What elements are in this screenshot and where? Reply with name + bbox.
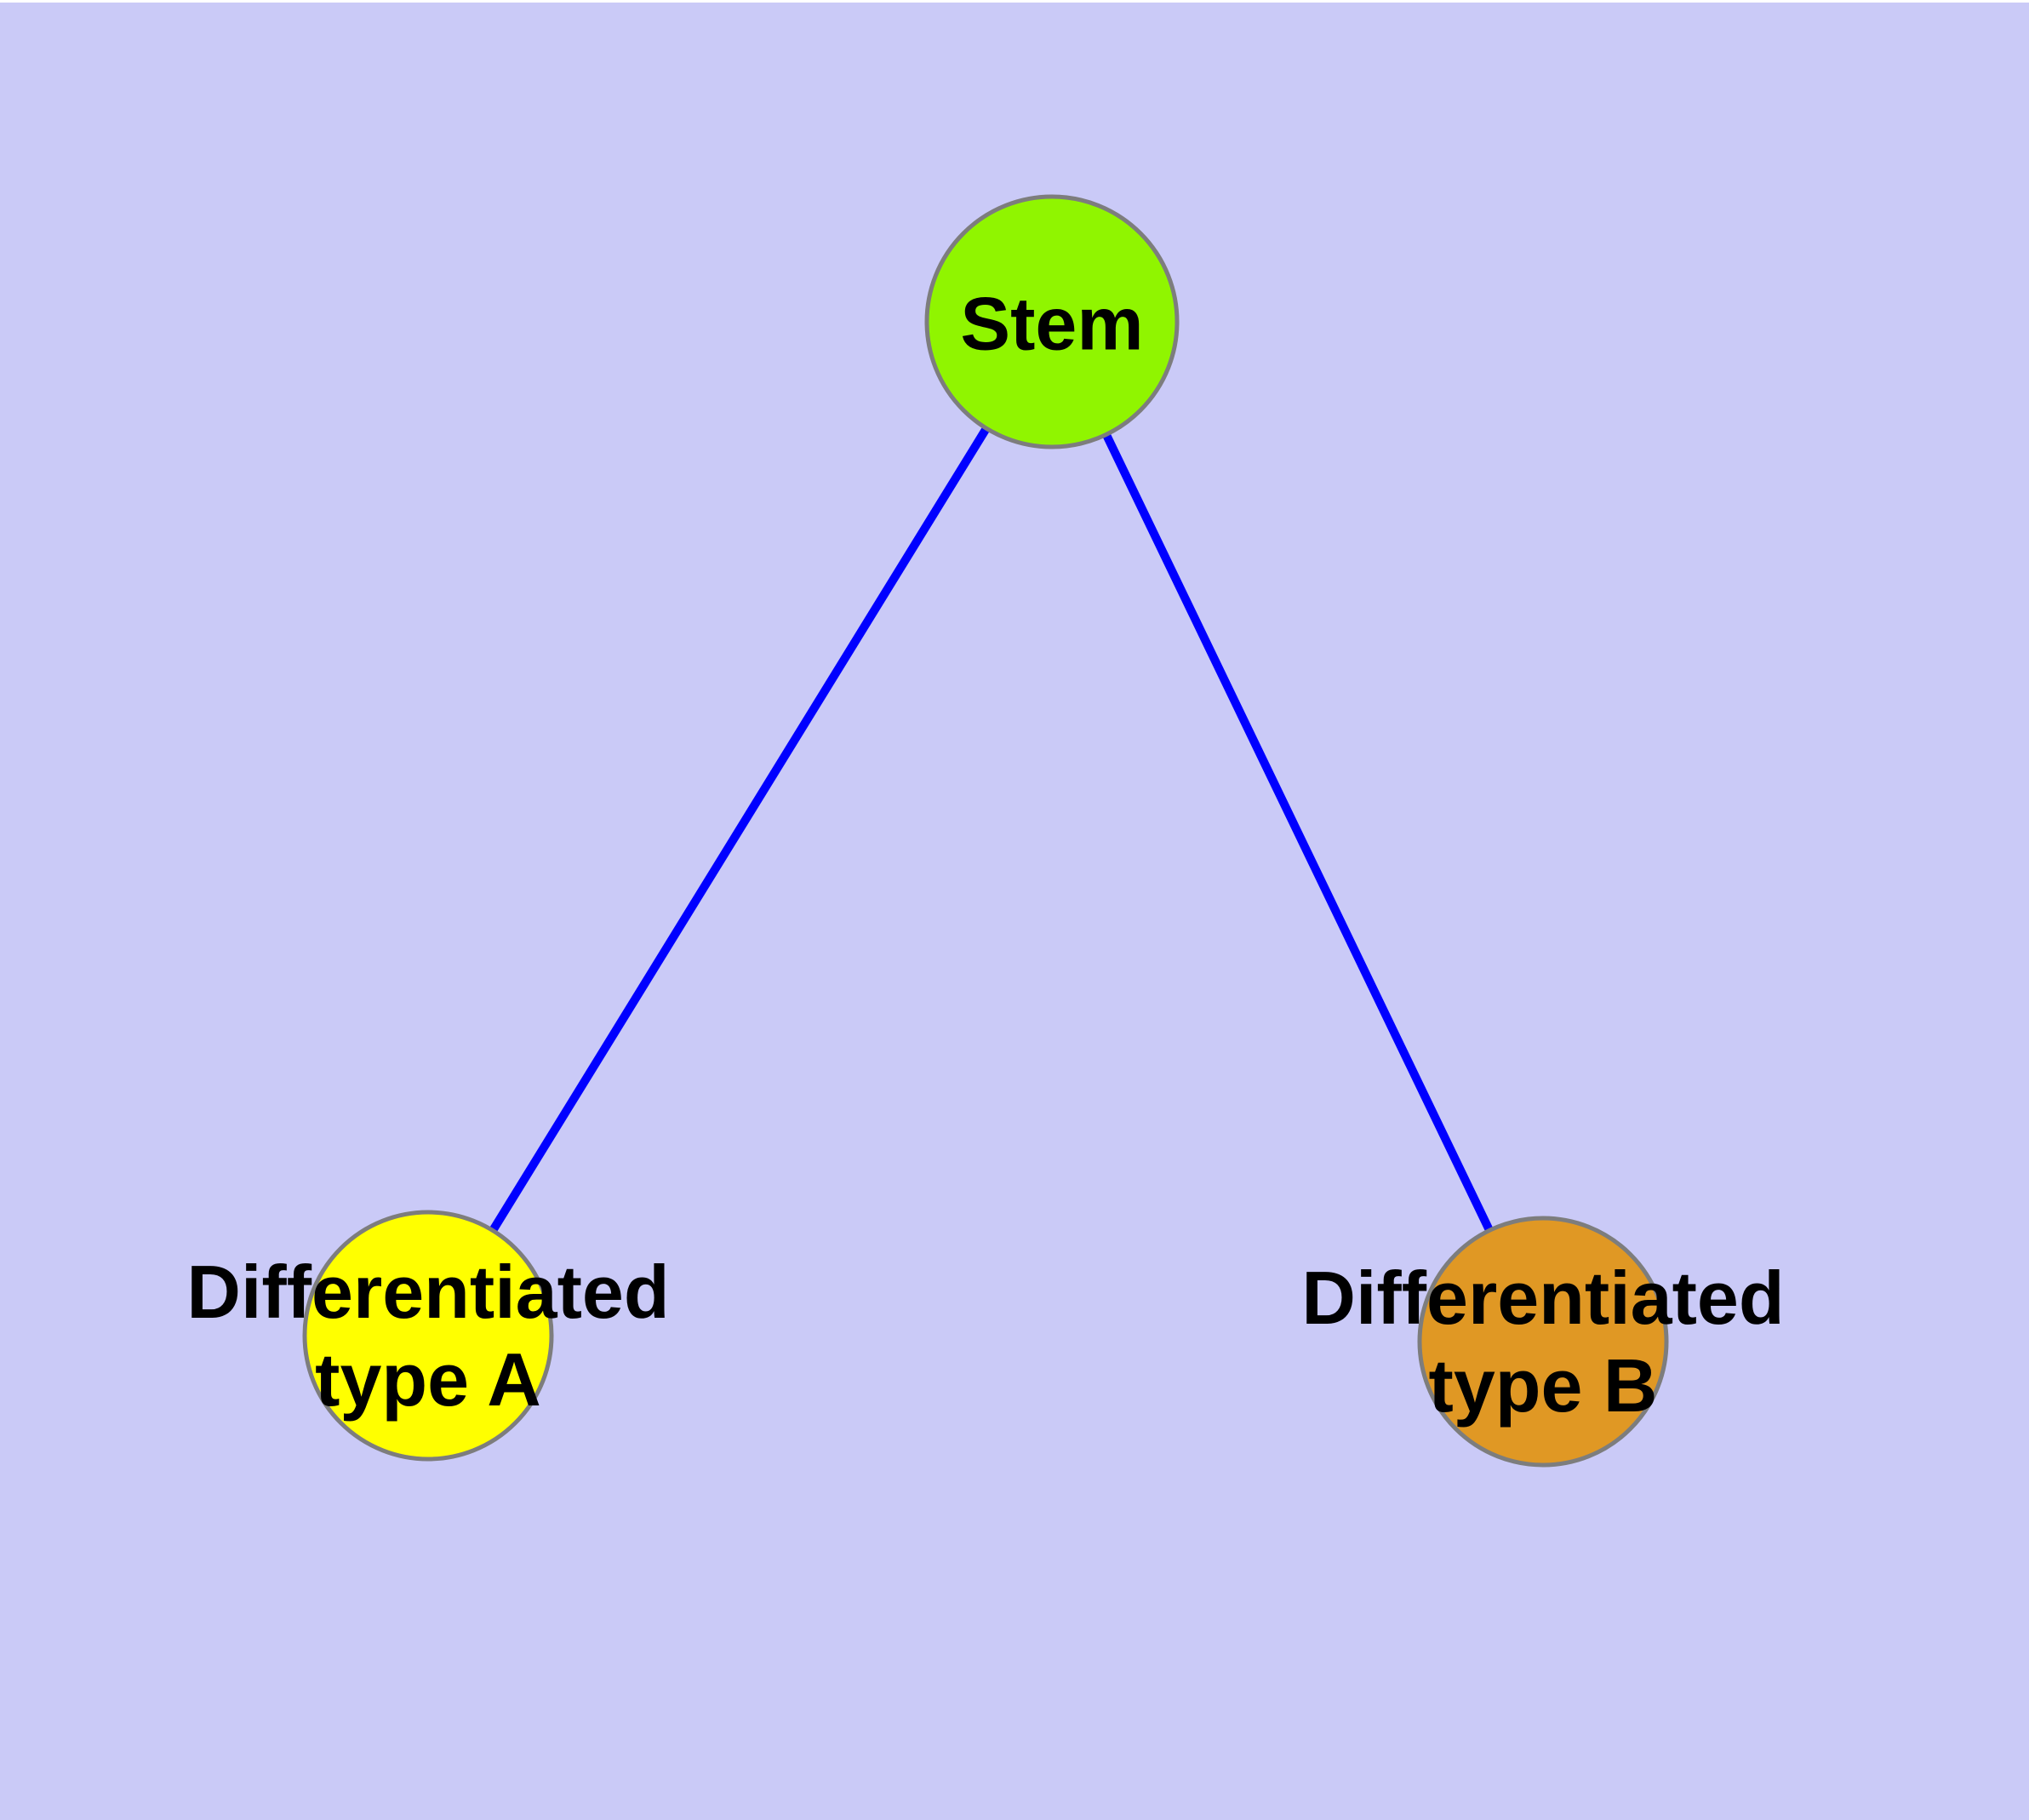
node-differentiated-type-b <box>1417 1216 1669 1468</box>
node-label-type-b-line2: type B <box>1428 1343 1658 1428</box>
node-label-type-a: Differentiated type A <box>186 1248 669 1423</box>
edge-stem-to-type-b <box>1048 319 1547 1344</box>
node-differentiated-type-a <box>302 1210 554 1462</box>
node-label-type-a-line1: Differentiated <box>186 1250 670 1334</box>
network-diagram <box>302 194 1669 1468</box>
node-stem <box>924 194 1180 449</box>
node-label-stem: Stem <box>960 281 1144 366</box>
diagram-canvas: Stem Differentiated type A Differentiate… <box>0 3 2029 1820</box>
edge-stem-to-type-a <box>424 319 1056 1338</box>
node-label-type-b: Differentiated type B <box>1301 1254 1784 1429</box>
node-label-type-b-line1: Differentiated <box>1301 1256 1785 1340</box>
node-label-type-a-line2: type A <box>315 1337 541 1422</box>
